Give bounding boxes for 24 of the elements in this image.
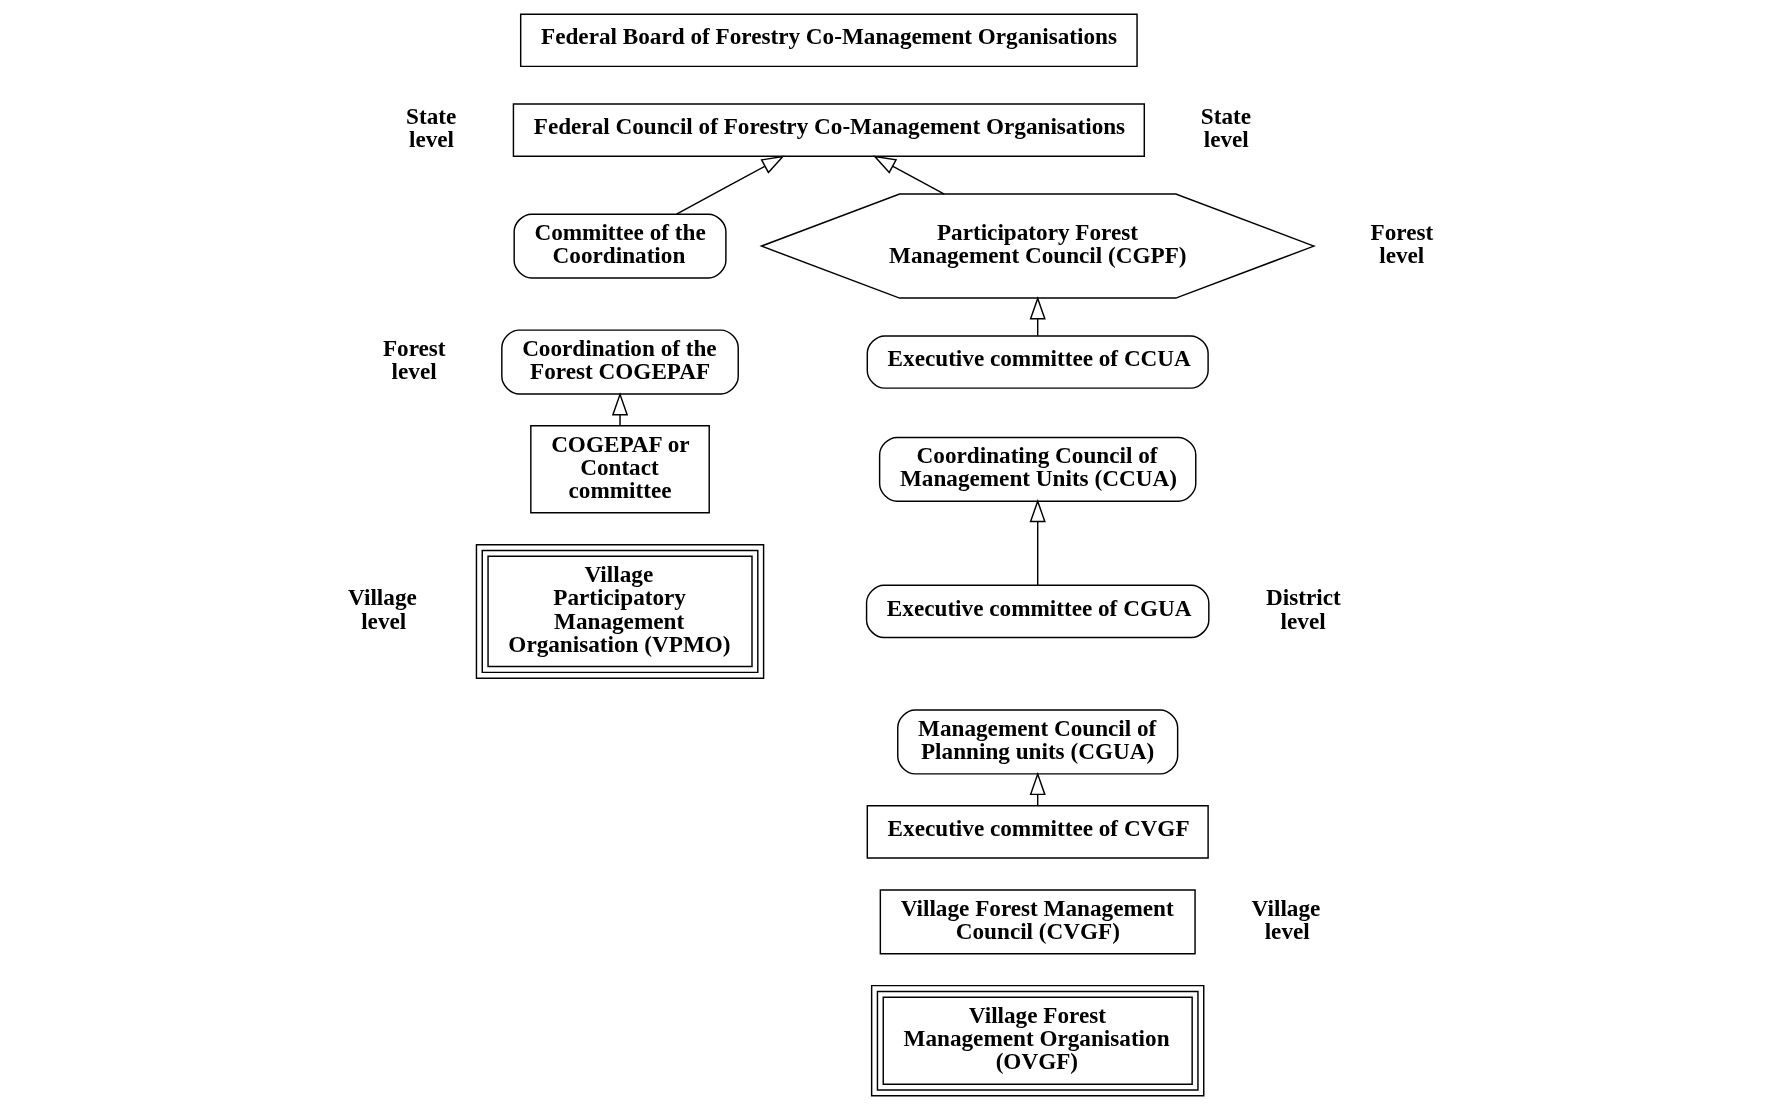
node-box: Federal Council of Forestry Co-Management Organisations xyxy=(512,103,1145,157)
node-box: Executive committee of CGUA xyxy=(865,584,1210,639)
arrow xyxy=(675,155,785,215)
node-box: Coordinating Council of Management Units (CCUA) xyxy=(878,436,1196,502)
node-box: Village Participatory Management Organisation (VPMO) xyxy=(475,544,764,679)
label: District level xyxy=(1265,584,1341,634)
label: Forest level xyxy=(1370,219,1433,269)
label: State level xyxy=(405,103,456,153)
node-box: COGEPAF or Contact committee xyxy=(529,425,710,514)
arrow xyxy=(611,392,628,427)
node-box: Management Council of Planning units (CGUA) xyxy=(896,709,1178,775)
arrow xyxy=(1029,499,1046,586)
label: Village level xyxy=(1251,894,1320,944)
label: Village level xyxy=(347,584,417,634)
node-box: Village Forest Management Organisation (OVGF) xyxy=(870,984,1204,1097)
node-box: Committee of the Coordination xyxy=(512,213,727,279)
node-box: Federal Board of Forestry Co-Management Organisations xyxy=(519,13,1138,68)
node-box: Coordination of the Forest COGEPAF xyxy=(500,329,739,395)
node-box: Executive committee of CVGF xyxy=(866,805,1209,859)
arrow xyxy=(872,155,945,195)
label: State level xyxy=(1200,103,1251,153)
node-box: Village Forest Management Council (CVGF) xyxy=(879,889,1196,955)
label: Forest level xyxy=(382,334,446,385)
node-box: Executive committee of CCUA xyxy=(866,335,1209,389)
